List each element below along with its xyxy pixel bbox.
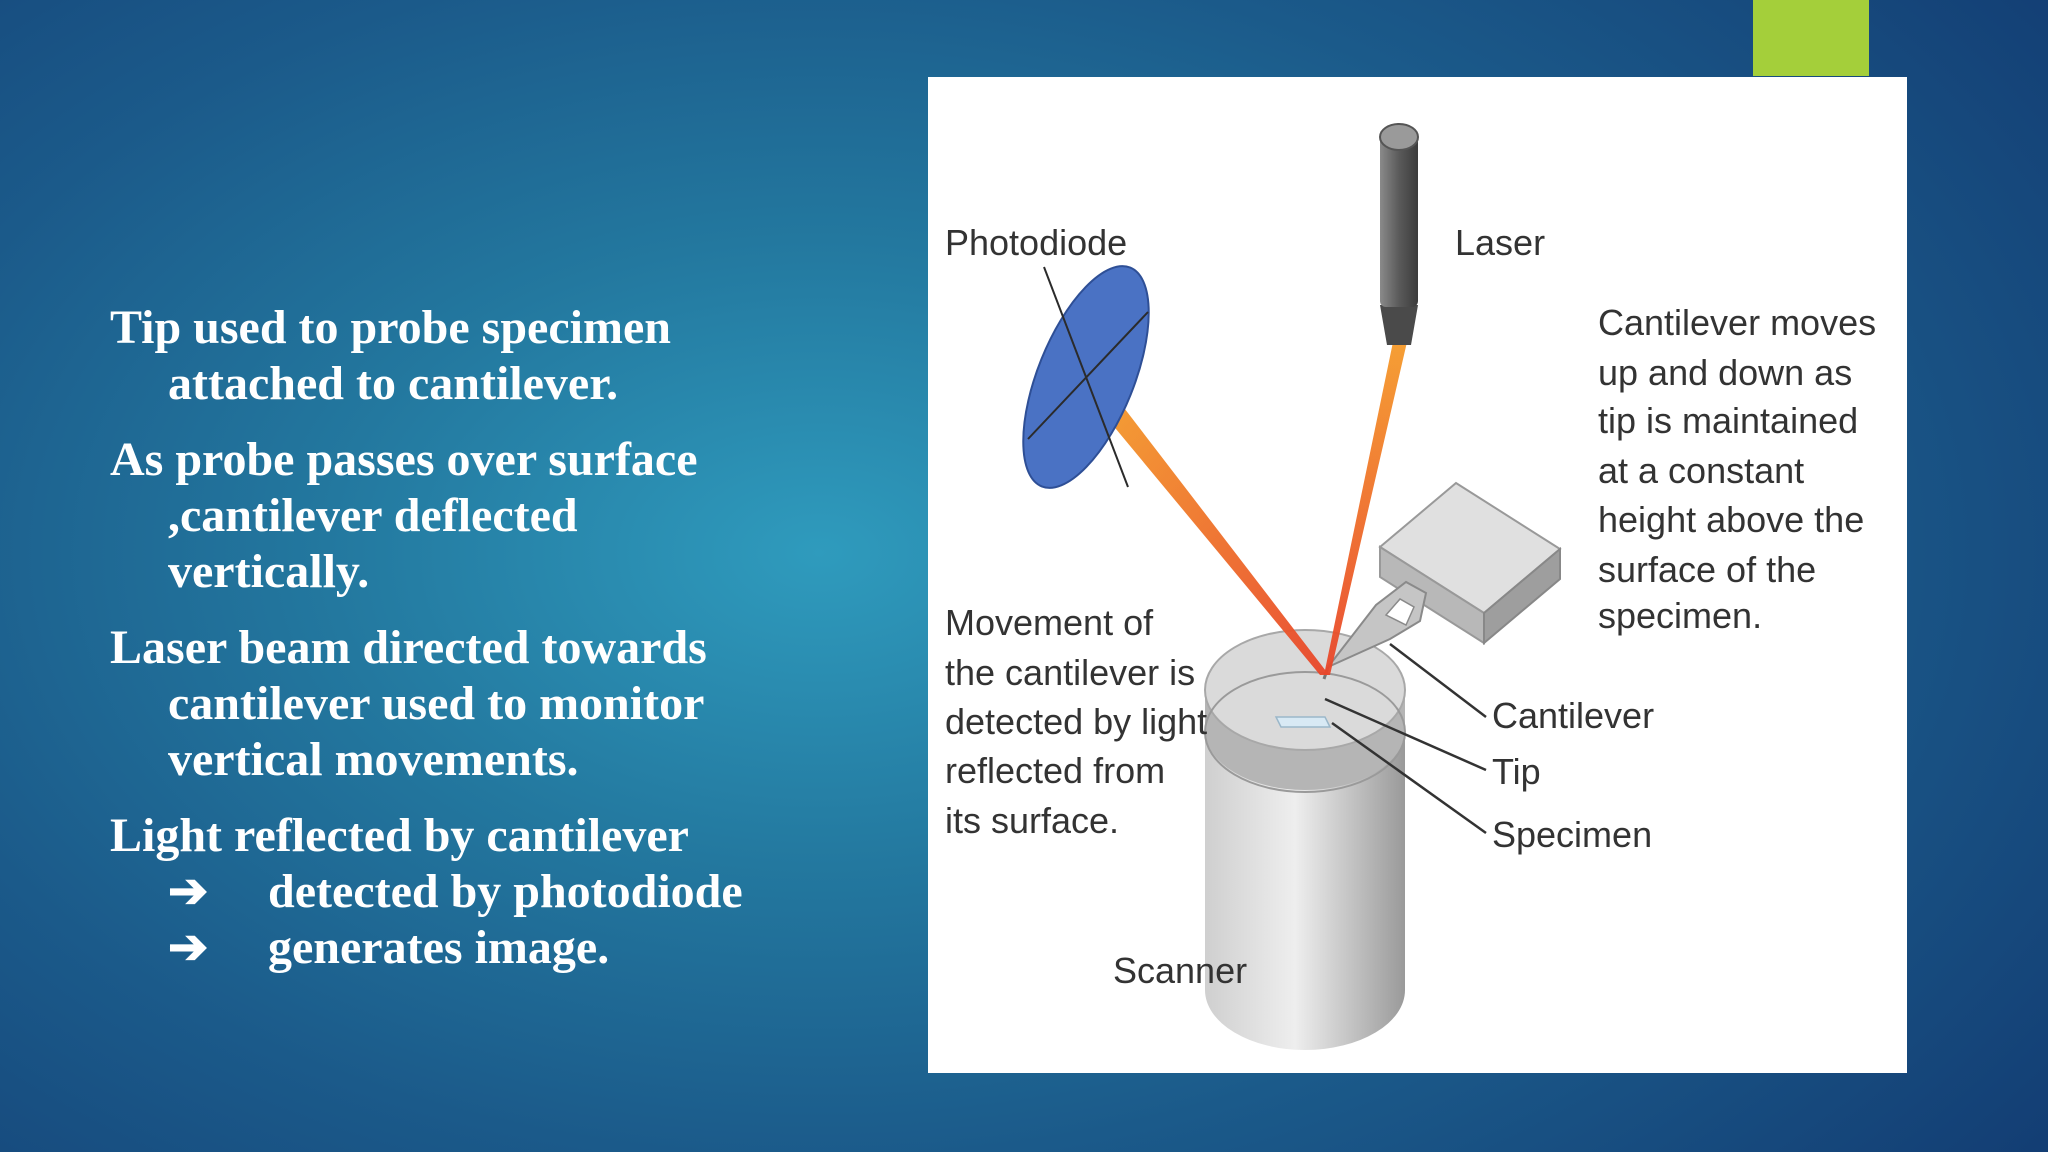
right-arrow-icon: ➔ (168, 921, 209, 974)
movement-line-4: reflected from (945, 750, 1165, 791)
bullet-4-sub-1-text: detected by photodiode (268, 865, 743, 918)
reflected-beam (1077, 370, 1329, 675)
label-scanner: Scanner (1113, 950, 1247, 991)
label-specimen: Specimen (1492, 814, 1652, 855)
label-cantilever: Cantilever (1492, 695, 1654, 736)
bullet-4-line-1: Light reflected by cantilever (110, 809, 689, 862)
cantilever-moves-line-5: height above the (1598, 499, 1864, 540)
cantilever-moves-line-4: at a constant (1598, 450, 1804, 491)
laser-beam (1324, 342, 1407, 675)
laser-icon (1379, 123, 1419, 345)
bullet-2: As probe passes over surface ,cantilever… (110, 432, 930, 600)
bullet-3-line-3: vertical movements. (168, 733, 579, 786)
bullet-2-line-2: ,cantilever deflected (168, 489, 578, 542)
afm-diagram: Photodiode Laser Cantilever moves up and… (928, 77, 1907, 1073)
movement-line-5: its surface. (945, 800, 1119, 841)
accent-bar (1753, 0, 1869, 76)
bullet-3-line-1: Laser beam directed towards (110, 621, 707, 674)
cantilever-moves-line-6: surface of the (1598, 549, 1816, 590)
movement-line-3: detected by light (945, 701, 1207, 742)
bullet-4-sub-2-text: generates image. (268, 921, 610, 974)
bullet-3: Laser beam directed towards cantilever u… (110, 620, 930, 788)
bullet-3-line-2: cantilever used to monitor (168, 677, 705, 730)
bullet-1-line-1: Tip used to probe specimen (110, 301, 671, 354)
bullet-1-line-2: attached to cantilever. (168, 357, 619, 410)
movement-line-2: the cantilever is (945, 652, 1195, 693)
cantilever-moves-line-2: up and down as (1598, 352, 1852, 393)
bullet-4-sub-2: ➔ generates image. (110, 920, 930, 976)
label-tip: Tip (1492, 751, 1541, 792)
cantilever-moves-line-7: specimen. (1598, 595, 1762, 636)
cantilever-icon (1322, 481, 1562, 680)
photodiode-icon (1022, 265, 1150, 489)
bullet-1: Tip used to probe specimen attached to c… (110, 300, 930, 412)
movement-line-1: Movement of (945, 602, 1154, 643)
bullet-list: Tip used to probe specimen attached to c… (110, 300, 930, 996)
label-cantilever-moves: Cantilever moves up and down as tip is m… (1598, 302, 1886, 636)
scanner-cylinder (1204, 629, 1406, 1050)
right-arrow-icon: ➔ (168, 865, 209, 918)
afm-diagram-svg: Photodiode Laser Cantilever moves up and… (945, 123, 1886, 1050)
cantilever-moves-line-1: Cantilever moves (1598, 302, 1876, 343)
pointer-lines (1324, 643, 1487, 835)
cantilever-moves-line-3: tip is maintained (1598, 400, 1858, 441)
bullet-2-line-3: vertically. (168, 545, 370, 598)
bullet-2-line-1: As probe passes over surface (110, 433, 698, 486)
label-laser: Laser (1455, 222, 1545, 263)
bullet-4: Light reflected by cantilever ➔ detected… (110, 808, 930, 976)
specimen-icon (1274, 716, 1332, 728)
bullet-4-sub-1: ➔ detected by photodiode (110, 864, 930, 920)
label-movement: Movement of the cantilever is detected b… (945, 602, 1217, 841)
label-photodiode: Photodiode (945, 222, 1127, 263)
